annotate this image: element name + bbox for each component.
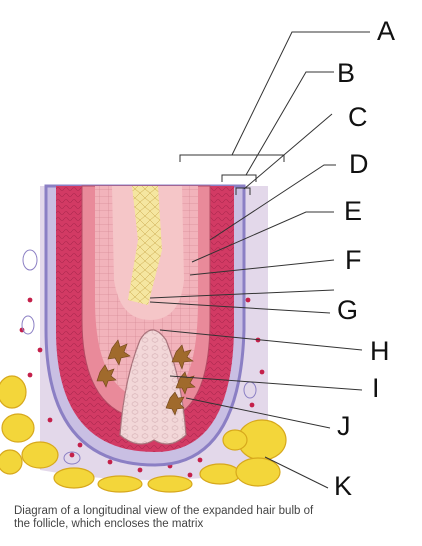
leader-g2: [149, 301, 331, 314]
leader-i: [169, 375, 363, 391]
label-b: B: [337, 58, 356, 88]
figure-caption: Diagram of a longitudinal view of the ex…: [14, 505, 314, 530]
label-e: E: [344, 196, 363, 226]
dermis-vessels: [21, 249, 257, 465]
medulla-texture: [128, 186, 162, 305]
bracket-b: [221, 174, 257, 182]
label-f: F: [345, 245, 362, 275]
leader-c: [243, 113, 333, 190]
label-a: A: [377, 16, 396, 46]
label-i: I: [372, 373, 380, 403]
leader-e: [191, 211, 334, 263]
leader-lines: [149, 31, 370, 489]
label-j: J: [337, 411, 351, 441]
leader-h: [159, 329, 363, 351]
label-k: K: [334, 471, 353, 501]
leader-b: [245, 71, 334, 176]
bracket-c: [235, 187, 251, 195]
label-h: H: [370, 336, 390, 366]
adipose-tissue: [0, 375, 287, 493]
leader-a: [231, 31, 370, 156]
label-g: G: [337, 295, 359, 325]
leader-d: [209, 164, 336, 241]
label-d: D: [349, 149, 369, 179]
bracket-a: [179, 154, 285, 162]
leader-f: [189, 259, 335, 276]
label-c: C: [348, 102, 368, 132]
leader-k: [264, 456, 329, 489]
leader-g1: [149, 289, 335, 299]
leader-j: [185, 397, 331, 429]
dermal-papilla-texture: [120, 330, 186, 444]
